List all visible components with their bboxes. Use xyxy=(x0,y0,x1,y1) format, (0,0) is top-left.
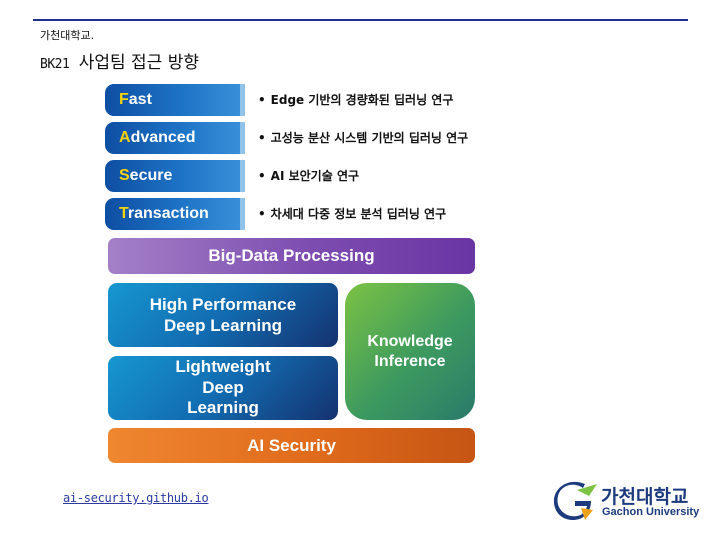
high-performance-dl-block: High Performance Deep Learning xyxy=(108,283,338,347)
bullet-icon: • xyxy=(258,131,266,145)
bullet-icon: • xyxy=(258,93,266,107)
title-text: 사업팀 접근 방향 xyxy=(78,53,200,73)
pill-initial: A xyxy=(119,129,131,146)
desc-text: AI 보안기술 연구 xyxy=(270,169,360,183)
lightweight-dl-block: Lightweight Deep Learning xyxy=(108,356,338,420)
pill-initial: T xyxy=(119,205,128,222)
pill-transaction: Transaction xyxy=(105,198,245,230)
desc-text: 고성능 분산 시스템 기반의 딥러닝 연구 xyxy=(270,131,469,145)
block-line: Deep xyxy=(202,377,244,397)
block-line: Lightweight xyxy=(175,357,271,377)
pill-rest: ecure xyxy=(129,167,173,184)
desc-text: 차세대 다중 정보 분석 딥러닝 연구 xyxy=(270,207,447,221)
desc-text: Edge 기반의 경량화된 딥러닝 연구 xyxy=(270,93,454,107)
block-line: High Performance xyxy=(149,294,297,314)
pill-rest: ransaction xyxy=(127,205,209,222)
title-code: BK21 xyxy=(40,57,70,72)
pill-fast: Fast xyxy=(105,84,245,116)
gachon-logo-icon xyxy=(553,481,597,520)
pill-rest: ast xyxy=(128,91,152,108)
ai-security-block: AI Security xyxy=(108,428,475,463)
pill-initial: F xyxy=(119,91,129,108)
block-line: Inference xyxy=(374,352,446,370)
block-line: Deep Learning xyxy=(163,316,283,335)
desc-transaction: • 차세대 다중 정보 분석 딥러닝 연구 xyxy=(258,205,446,222)
desc-secure: • AI 보안기술 연구 xyxy=(258,167,359,184)
desc-advanced: • 고성능 분산 시스템 기반의 딥러닝 연구 xyxy=(258,129,468,146)
logo-english: Gachon University xyxy=(602,506,700,518)
pill-rest: dvanced xyxy=(130,129,196,146)
bullet-icon: • xyxy=(258,169,266,183)
desc-fast: • Edge 기반의 경량화된 딥러닝 연구 xyxy=(258,91,453,108)
gachon-logo: 가천대학교 Gachon University xyxy=(553,480,699,522)
pill-advanced: Advanced xyxy=(105,122,245,154)
website-link[interactable]: ai-security.github.io xyxy=(63,491,209,505)
block-line: Knowledge xyxy=(367,332,453,350)
logo-korean: 가천대학교 xyxy=(601,486,689,508)
top-divider xyxy=(33,19,688,21)
block-line: Learning xyxy=(187,398,259,418)
pill-initial: S xyxy=(119,167,130,184)
pill-secure: Secure xyxy=(105,160,245,192)
page-title: BK21 사업팀 접근 방향 xyxy=(40,48,199,73)
university-label: 가천대학교. xyxy=(40,29,95,42)
big-data-block: Big-Data Processing xyxy=(108,238,475,274)
knowledge-inference-block: Knowledge Inference xyxy=(345,283,475,420)
bullet-icon: • xyxy=(258,207,266,221)
